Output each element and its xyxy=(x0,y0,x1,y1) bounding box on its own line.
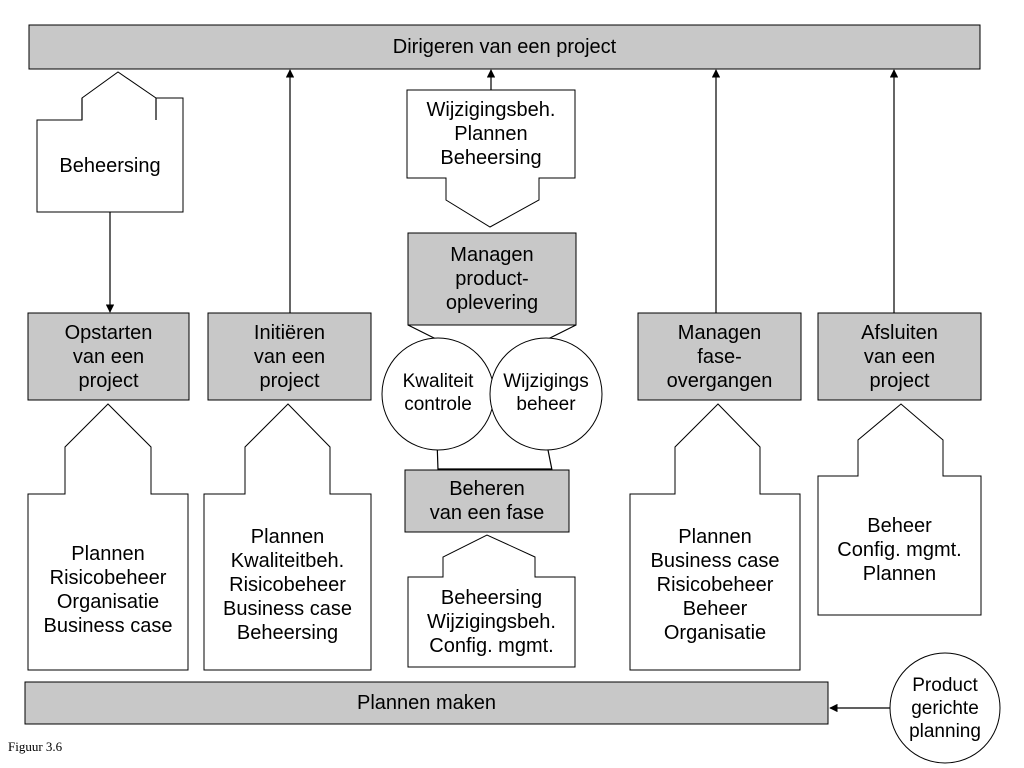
opstarten-input-box xyxy=(27,403,189,671)
afsluiten-input-box xyxy=(817,403,982,616)
beheersing-arrow-box-inner xyxy=(81,98,157,120)
beheersing-arrow-box xyxy=(36,71,184,213)
opstarten-box xyxy=(27,312,190,401)
opstarten-label: Opstarten van een project xyxy=(64,321,153,392)
managen-product-box xyxy=(407,232,577,326)
center-top-arrow-box xyxy=(406,89,576,228)
managen-product-label: Managen product- oplevering xyxy=(445,244,539,314)
managen-fase-input-label: Plannen Business case Risicobeheer Behee… xyxy=(650,526,780,644)
afsluiten-label: Afsluiten van een project xyxy=(861,321,938,392)
bottom-bar-label: Plannen maken xyxy=(357,692,496,714)
wijzigings-circle-label: Wijzigings beheer xyxy=(503,371,589,415)
opstarten-input-label: Plannen Risicobeheer Organisatie Busines… xyxy=(43,543,173,637)
beheren-fase-box xyxy=(404,469,570,533)
initieren-label: Initiëren van een project xyxy=(253,321,326,392)
initieren-input-box xyxy=(203,403,372,671)
top-bar xyxy=(28,24,981,70)
afsluiten-box xyxy=(817,312,982,401)
managen-fase-label: Managen fase- overgangen xyxy=(666,321,773,392)
managen-fase-input-box xyxy=(629,403,801,671)
initieren-input-label: Plannen Kwaliteitbeh. Risicobeheer Busin… xyxy=(223,526,352,644)
figure-caption: Figuur 3.6 xyxy=(8,739,63,754)
kwaliteit-circle-label: Kwaliteit controle xyxy=(402,371,474,415)
center-top-label: Wijzigingsbeh. Plannen Beheersing xyxy=(426,99,556,169)
beheren-fase-input-box xyxy=(407,534,576,668)
beheersing-top-label: Beheersing xyxy=(59,155,161,177)
product-planning-label: Product gerichte planning xyxy=(909,674,981,742)
managen-fase-box xyxy=(637,312,802,401)
beheren-fase-input-label: Beheersing Wijzigingsbeh. Config. mgmt. xyxy=(427,587,556,657)
initieren-box xyxy=(207,312,372,401)
top-bar-label: Dirigeren van een project xyxy=(392,36,617,58)
wijzigings-circle xyxy=(489,337,603,451)
beheren-fase-label: Beheren van een fase xyxy=(429,478,545,524)
bottom-bar xyxy=(24,681,829,725)
afsluiten-input-label: Beheer Config. mgmt. Plannen xyxy=(837,515,962,585)
